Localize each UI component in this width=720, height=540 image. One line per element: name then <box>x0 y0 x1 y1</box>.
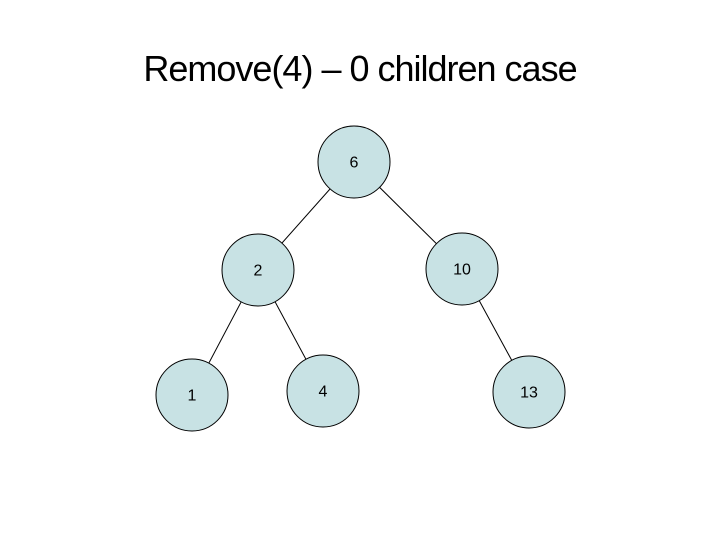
node-label-13: 13 <box>520 385 538 402</box>
tree-node-13: 13 <box>492 355 566 429</box>
slide-title: Remove(4) – 0 children case <box>143 48 577 89</box>
node-label-10: 10 <box>453 262 471 279</box>
node-label-1: 1 <box>188 388 197 405</box>
node-circle-13 <box>492 355 566 429</box>
tree-node-1: 1 <box>155 358 229 432</box>
node-circle-10 <box>425 232 499 306</box>
node-label-4: 4 <box>319 384 328 401</box>
node-circle-2 <box>221 233 295 307</box>
node-label-6: 6 <box>350 155 359 172</box>
node-label-2: 2 <box>254 263 263 280</box>
tree-node-10: 10 <box>425 232 499 306</box>
tree-node-4: 4 <box>286 354 360 428</box>
node-circle-1 <box>155 358 229 432</box>
tree-node-2: 2 <box>221 233 295 307</box>
node-circle-6 <box>317 125 391 199</box>
tree-nodes: 6 2 10 1 4 13 <box>155 125 566 432</box>
node-circle-4 <box>286 354 360 428</box>
tree-node-6: 6 <box>317 125 391 199</box>
